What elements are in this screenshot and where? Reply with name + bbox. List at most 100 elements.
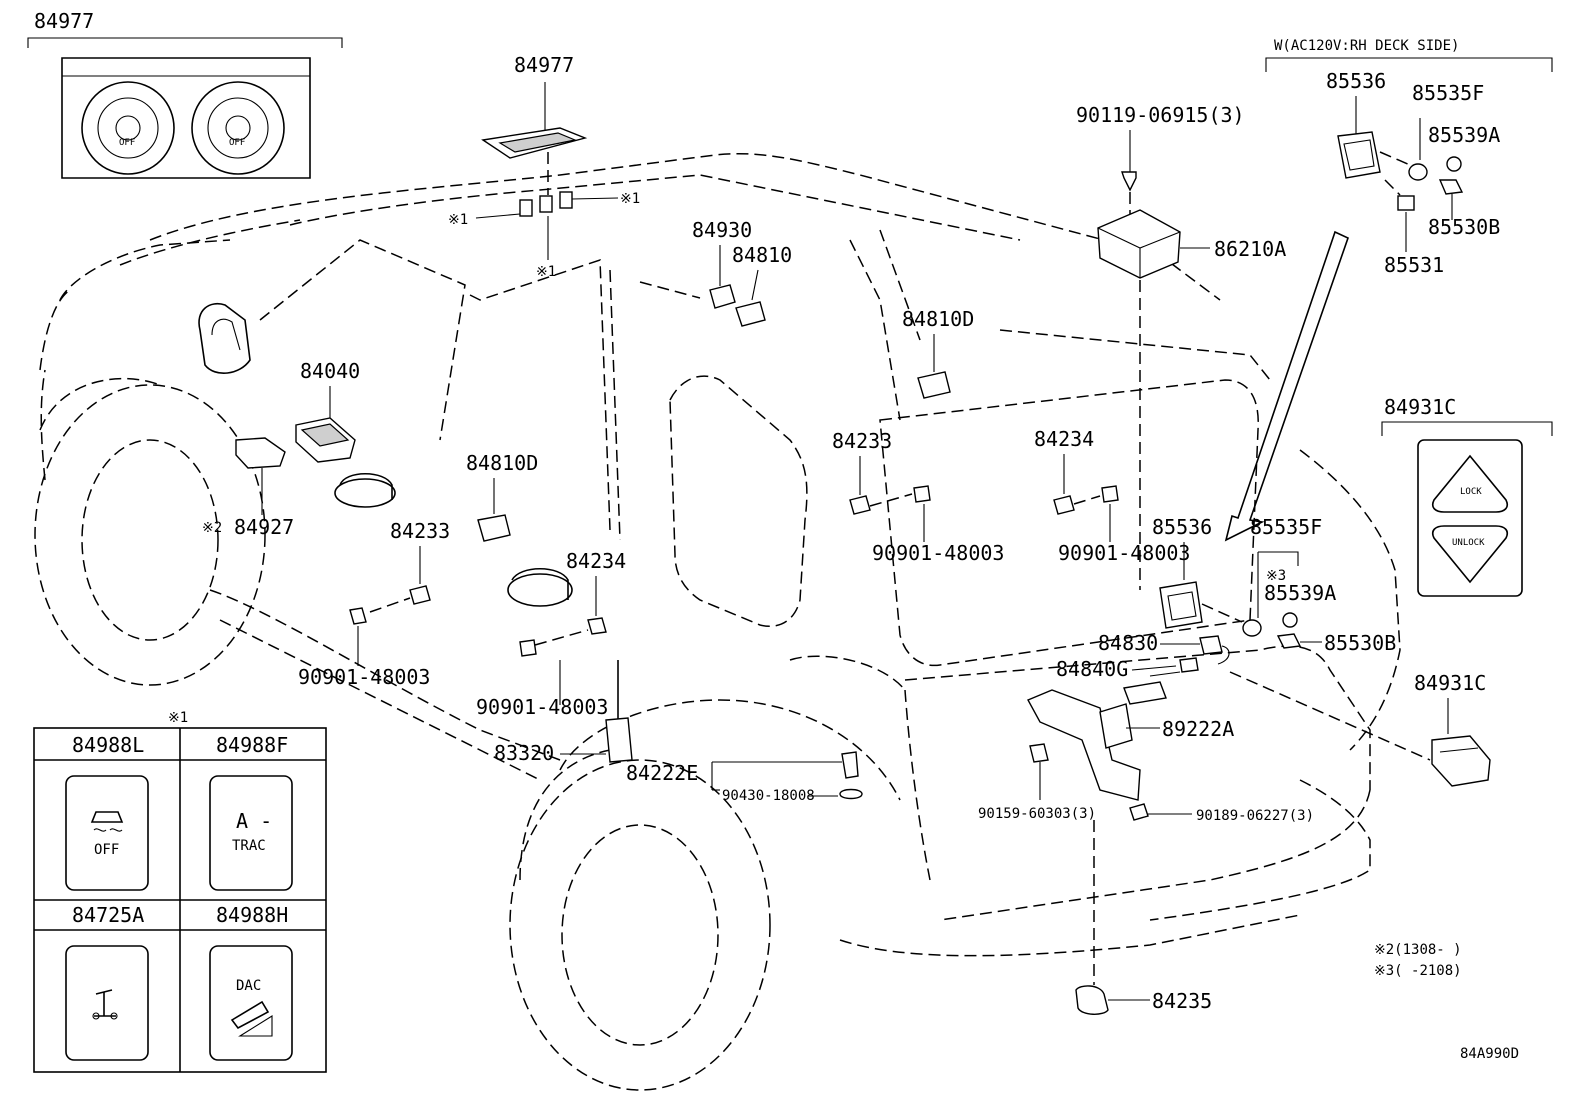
a-trac-text-1: A - bbox=[236, 809, 272, 833]
callout-89222A: 89222A bbox=[1162, 717, 1234, 741]
callout-84927: 84927 bbox=[234, 515, 294, 539]
callout-90901-rear-right: 90901-48003 bbox=[1058, 541, 1190, 565]
vsc-off-button bbox=[65, 775, 149, 891]
diff-lock-button bbox=[65, 945, 149, 1061]
switch-84810D-lower: 84810D bbox=[466, 451, 538, 542]
mark-3: ※3 bbox=[1266, 568, 1286, 584]
courtesy-switch-84233-rear: 84233 90901-48003 bbox=[832, 429, 1004, 565]
note-2: ※2(1308- ) bbox=[1374, 942, 1462, 958]
switch-code-84988H: 84988H bbox=[216, 903, 288, 927]
mark-1-bottom: ※1 bbox=[536, 264, 556, 280]
courtesy-switch-84233-left: 84233 90901-48003 bbox=[298, 519, 450, 689]
switch-84927: 84927 ※2 bbox=[202, 437, 294, 539]
courtesy-switch-84234-rear: 84234 90901-48003 bbox=[1034, 427, 1190, 565]
dac-button bbox=[209, 945, 293, 1061]
inverter-86210A: 90119-06915(3) 86210A bbox=[1076, 103, 1286, 590]
callout-84233-left: 84233 bbox=[390, 519, 450, 543]
mark-2: ※2 bbox=[202, 520, 222, 536]
callout-90119: 90119-06915(3) bbox=[1076, 103, 1245, 127]
callout-90159: 90159-60303(3) bbox=[978, 806, 1096, 822]
callout-84931C-box: 84931C bbox=[1384, 395, 1456, 419]
diagram-code: 84A990D bbox=[1460, 1046, 1519, 1062]
callout-84810D-lower: 84810D bbox=[466, 451, 538, 475]
callout-84931C: 84931C bbox=[1414, 671, 1486, 695]
callout-85536-upper: 85536 bbox=[1326, 69, 1386, 93]
callout-83320: 83320 bbox=[494, 741, 554, 765]
callout-84234-rear: 84234 bbox=[1034, 427, 1094, 451]
switch-code-84725A: 84725A bbox=[72, 903, 144, 927]
rear-outlet-85536: 85536 85535F ※3 85539A 85530B bbox=[1152, 515, 1396, 655]
lock-label: LOCK bbox=[1460, 487, 1482, 497]
a-trac-text-2: TRAC bbox=[232, 838, 266, 854]
notes: ※2(1308- ) ※3( -2108) 84A990D bbox=[1374, 942, 1519, 1062]
switch-84222E: 84222E 90430-18008 bbox=[626, 751, 863, 804]
switch-code-84988F: 84988F bbox=[216, 733, 288, 757]
callout-84840G: 84840G bbox=[1056, 657, 1128, 681]
callout-84233-rear: 84233 bbox=[832, 429, 892, 453]
callout-84830: 84830 bbox=[1098, 631, 1158, 655]
callout-84234-left: 84234 bbox=[566, 549, 626, 573]
callout-85530B-rear: 85530B bbox=[1324, 631, 1396, 655]
switch-84235: 84235 bbox=[1075, 985, 1212, 1015]
dac-car-icon bbox=[230, 1000, 270, 1030]
diff-lock-icon bbox=[94, 989, 116, 1017]
unlock-label: UNLOCK bbox=[1452, 538, 1485, 548]
callout-90901-rear-left: 90901-48003 bbox=[872, 541, 1004, 565]
rh-deck-heading: W(AC120V:RH DECK SIDE) bbox=[1274, 38, 1459, 54]
callout-84222E: 84222E bbox=[626, 761, 698, 785]
mark-1-right: ※1 bbox=[620, 191, 640, 207]
wheel-front bbox=[34, 377, 266, 686]
switch-table: ※1 84988L 84988F 84725A 84988H OFF A - T… bbox=[33, 710, 327, 1073]
callout-85531: 85531 bbox=[1384, 253, 1444, 277]
switch-84840G: 84840G bbox=[1056, 657, 1199, 705]
callout-90430: 90430-18008 bbox=[722, 788, 815, 804]
callout-85535F-rear: 85535F bbox=[1250, 515, 1322, 539]
callout-84810: 84810 bbox=[732, 243, 792, 267]
note-3: ※3( -2108) bbox=[1374, 963, 1462, 979]
callout-90901-left: 90901-48003 bbox=[298, 665, 430, 689]
a-trac-button bbox=[209, 775, 293, 891]
side-mirror bbox=[198, 303, 251, 374]
callout-90189: 90189-06227(3) bbox=[1196, 808, 1314, 824]
sensor-83320: 83320 bbox=[494, 660, 633, 765]
overhead-console-84977: 84977 ※1 ※1 ※1 bbox=[448, 53, 640, 280]
dac-text: DAC bbox=[236, 978, 261, 994]
callout-84810D-upper: 84810D bbox=[902, 307, 974, 331]
pointer-arrow bbox=[1224, 230, 1349, 542]
callout-85536-rear: 85536 bbox=[1152, 515, 1212, 539]
callout-84040: 84040 bbox=[300, 359, 360, 383]
skid-car-icon bbox=[90, 811, 124, 823]
mark-1-left: ※1 bbox=[448, 212, 468, 228]
callout-85530B-upper: 85530B bbox=[1428, 215, 1500, 239]
callout-90901-mid: 90901-48003 bbox=[476, 695, 608, 719]
courtesy-switch-84234-left: 84234 90901-48003 bbox=[476, 549, 626, 719]
wheel-rear bbox=[509, 749, 771, 1091]
door-handle-rear bbox=[507, 568, 573, 607]
callout-84977-box: 84977 bbox=[34, 9, 94, 33]
callout-84930: 84930 bbox=[692, 218, 752, 242]
switch-84930: 84930 84810 bbox=[639, 218, 792, 327]
vehicle-outline bbox=[39, 152, 1401, 957]
switch-code-84988L: 84988L bbox=[72, 733, 144, 757]
climate-panel-group: 84977 OFF OFF bbox=[27, 9, 343, 179]
callout-86210A: 86210A bbox=[1214, 237, 1286, 261]
switch-84040: 84040 bbox=[295, 359, 360, 463]
rh-deck-outlet-group: W(AC120V:RH DECK SIDE) 85536 85535F 8553… bbox=[1265, 38, 1553, 277]
bracket-89222A: 89222A 90159-60303(3) 90189-06227(3) bbox=[978, 689, 1314, 985]
switch-84830: 84830 bbox=[1098, 631, 1230, 665]
climate-right-off: OFF bbox=[229, 138, 245, 148]
switch-table-mark: ※1 bbox=[168, 710, 188, 726]
door-handle-front bbox=[334, 473, 396, 508]
callout-85535F-upper: 85535F bbox=[1412, 81, 1484, 105]
lock-switch-group: 84931C LOCK UNLOCK bbox=[1381, 395, 1553, 597]
callout-85539A-rear: 85539A bbox=[1264, 581, 1336, 605]
switch-84810D-upper: 84810D bbox=[902, 307, 974, 399]
climate-left-off: OFF bbox=[119, 138, 135, 148]
callout-85539A-upper: 85539A bbox=[1428, 123, 1500, 147]
callout-84235: 84235 bbox=[1152, 989, 1212, 1013]
callout-84977-top: 84977 bbox=[514, 53, 574, 77]
switch-84931C: 84931C bbox=[1229, 671, 1491, 787]
vsc-off-text: OFF bbox=[94, 842, 119, 858]
